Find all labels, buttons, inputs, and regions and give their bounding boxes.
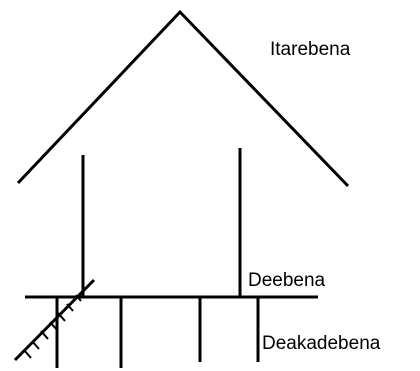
roof-outline bbox=[16, 9, 350, 188]
roof-label: Itarebena bbox=[270, 39, 351, 60]
under-floor-label: Deakadebena bbox=[262, 333, 381, 354]
floor-label: Deebena bbox=[248, 270, 326, 291]
ladder-icon bbox=[13, 278, 96, 362]
